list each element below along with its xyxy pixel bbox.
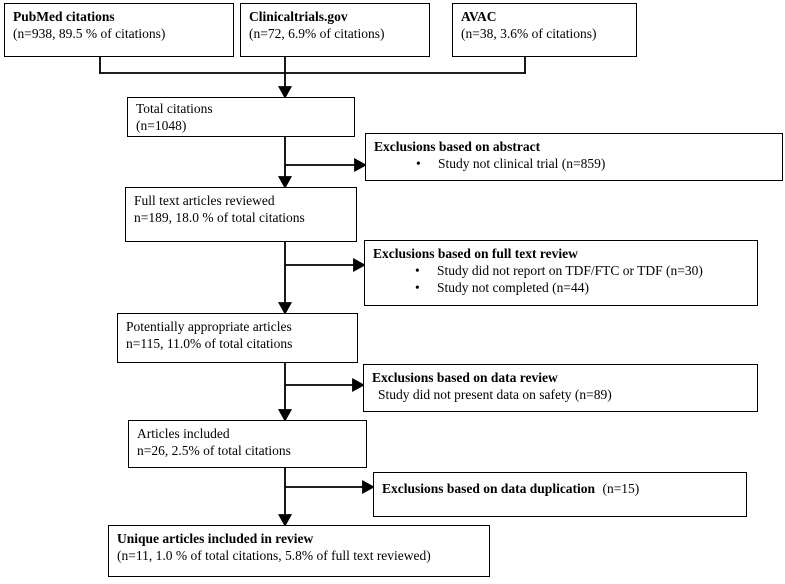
box-pubmed-citations: PubMed citations (n=938, 89.5 % of citat… — [4, 3, 234, 57]
box-clinicaltrials: Clinicaltrials.gov (n=72, 6.9% of citati… — [240, 3, 430, 57]
box-title: Articles included — [137, 426, 230, 441]
arrowhead-down-icon — [277, 86, 293, 99]
exclusion-title: Exclusions based on data duplication (n=… — [382, 480, 738, 497]
box-exclusions-fulltext-review: Exclusions based on full text review • S… — [364, 240, 758, 306]
box-title: Unique articles included in review — [117, 531, 314, 546]
exclusion-title: Exclusions based on abstract — [374, 139, 541, 154]
box-fulltext-reviewed: Full text articles reviewed n=189, 18.0 … — [125, 187, 357, 242]
exclusion-item: • Study not completed (n=44) — [373, 279, 749, 296]
arrowhead-down-icon — [277, 176, 293, 189]
bullet-icon: • — [416, 156, 421, 171]
exclusion-title: Exclusions based on full text review — [373, 246, 578, 261]
exclusion-title-count: (n=15) — [602, 481, 640, 496]
arrowhead-right-icon — [354, 157, 367, 173]
exclusion-item: • Study did not report on TDF/FTC or TDF… — [373, 262, 749, 279]
box-unique-articles: Unique articles included in review (n=11… — [108, 525, 490, 577]
box-exclusions-data-duplication: Exclusions based on data duplication (n=… — [373, 472, 747, 517]
box-title: Total citations — [136, 101, 213, 116]
box-articles-included: Articles included n=26, 2.5% of total ci… — [128, 420, 367, 468]
arrowhead-down-icon — [277, 409, 293, 422]
exclusion-item-text: Study not completed (n=44) — [437, 280, 589, 295]
box-subtitle: (n=938, 89.5 % of citations) — [13, 26, 166, 41]
box-subtitle: (n=11, 1.0 % of total citations, 5.8% of… — [117, 548, 431, 563]
box-subtitle: (n=1048) — [136, 118, 187, 133]
box-exclusions-data-review: Exclusions based on data review Study di… — [363, 364, 758, 412]
box-subtitle: n=189, 18.0 % of total citations — [134, 210, 305, 225]
box-subtitle: n=26, 2.5% of total citations — [137, 443, 291, 458]
exclusion-item: • Study not clinical trial (n=859) — [374, 155, 774, 172]
exclusion-title: Exclusions based on data review — [372, 370, 558, 385]
box-potentially-appropriate: Potentially appropriate articles n=115, … — [117, 313, 358, 363]
exclusion-note: Study did not present data on safety (n=… — [378, 387, 612, 402]
bullet-icon: • — [415, 280, 420, 295]
bullet-icon: • — [415, 263, 420, 278]
box-exclusions-abstract: Exclusions based on abstract • Study not… — [365, 133, 783, 181]
arrowhead-down-icon — [277, 514, 293, 527]
box-subtitle: n=115, 11.0% of total citations — [126, 336, 293, 351]
box-title: Full text articles reviewed — [134, 193, 275, 208]
exclusion-title-text: Exclusions based on data duplication — [382, 481, 596, 496]
box-title: Potentially appropriate articles — [126, 319, 292, 334]
arrowhead-right-icon — [362, 479, 375, 495]
box-title: Clinicaltrials.gov — [249, 9, 348, 24]
arrowhead-right-icon — [353, 257, 366, 273]
box-title: PubMed citations — [13, 9, 115, 24]
box-title: AVAC — [461, 9, 497, 24]
exclusion-item-text: Study did not report on TDF/FTC or TDF (… — [437, 263, 703, 278]
box-subtitle: (n=72, 6.9% of citations) — [249, 26, 385, 41]
box-avac: AVAC (n=38, 3.6% of citations) — [452, 3, 637, 57]
box-subtitle: (n=38, 3.6% of citations) — [461, 26, 597, 41]
exclusion-item-text: Study not clinical trial (n=859) — [438, 156, 606, 171]
arrowhead-down-icon — [277, 302, 293, 315]
arrowhead-right-icon — [352, 377, 365, 393]
box-total-citations: Total citations (n=1048) — [127, 97, 355, 137]
